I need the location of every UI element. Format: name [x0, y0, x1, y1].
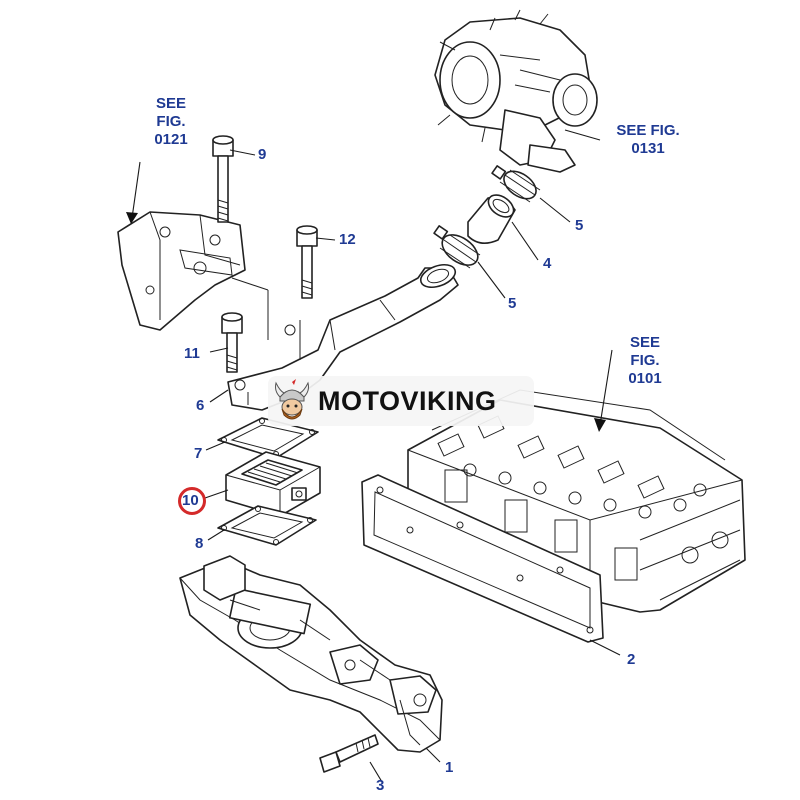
see-fig-0121-label: SEE FIG. 0121 [154, 95, 188, 148]
callout-11: 11 [184, 345, 200, 362]
watermark-banner: MOTOVIKING [268, 376, 534, 426]
callout-5-lower: 5 [508, 295, 517, 312]
bolt-12 [296, 225, 318, 299]
viking-helmet-icon [275, 379, 309, 420]
callout-8: 8 [195, 535, 204, 552]
see-fig-0131-label: SEE FIG. 0131 [616, 122, 680, 157]
watermark-text: MOTOVIKING [318, 385, 497, 416]
callout-2: 2 [627, 651, 636, 668]
callout-10: 10 [182, 492, 199, 509]
leader-lines [126, 129, 621, 783]
bolt-9 [212, 135, 234, 223]
callout-3: 3 [376, 777, 385, 794]
callout-6: 6 [196, 397, 205, 414]
hose-clamp-upper [491, 165, 541, 203]
highlight-circle [178, 487, 206, 515]
cylinder-head [407, 389, 746, 613]
see-fig-0101-label: SEE FIG. 0101 [628, 334, 662, 387]
bolt-11 [221, 312, 243, 373]
hose-clamp-lower [433, 225, 481, 269]
callout-5-upper: 5 [575, 217, 584, 234]
intake-manifold [179, 555, 443, 753]
callout-7: 7 [194, 445, 203, 462]
callout-12: 12 [339, 231, 356, 248]
callout-4: 4 [543, 255, 552, 272]
bolt-3 [319, 734, 379, 773]
head-gasket-2 [361, 474, 604, 643]
callout-9: 9 [258, 146, 267, 163]
bracket [117, 211, 246, 331]
hose [467, 194, 516, 244]
callout-1: 1 [445, 759, 454, 776]
gasket-8 [217, 505, 317, 546]
turbocharger [434, 9, 598, 173]
intake-heater-10 [225, 451, 321, 517]
